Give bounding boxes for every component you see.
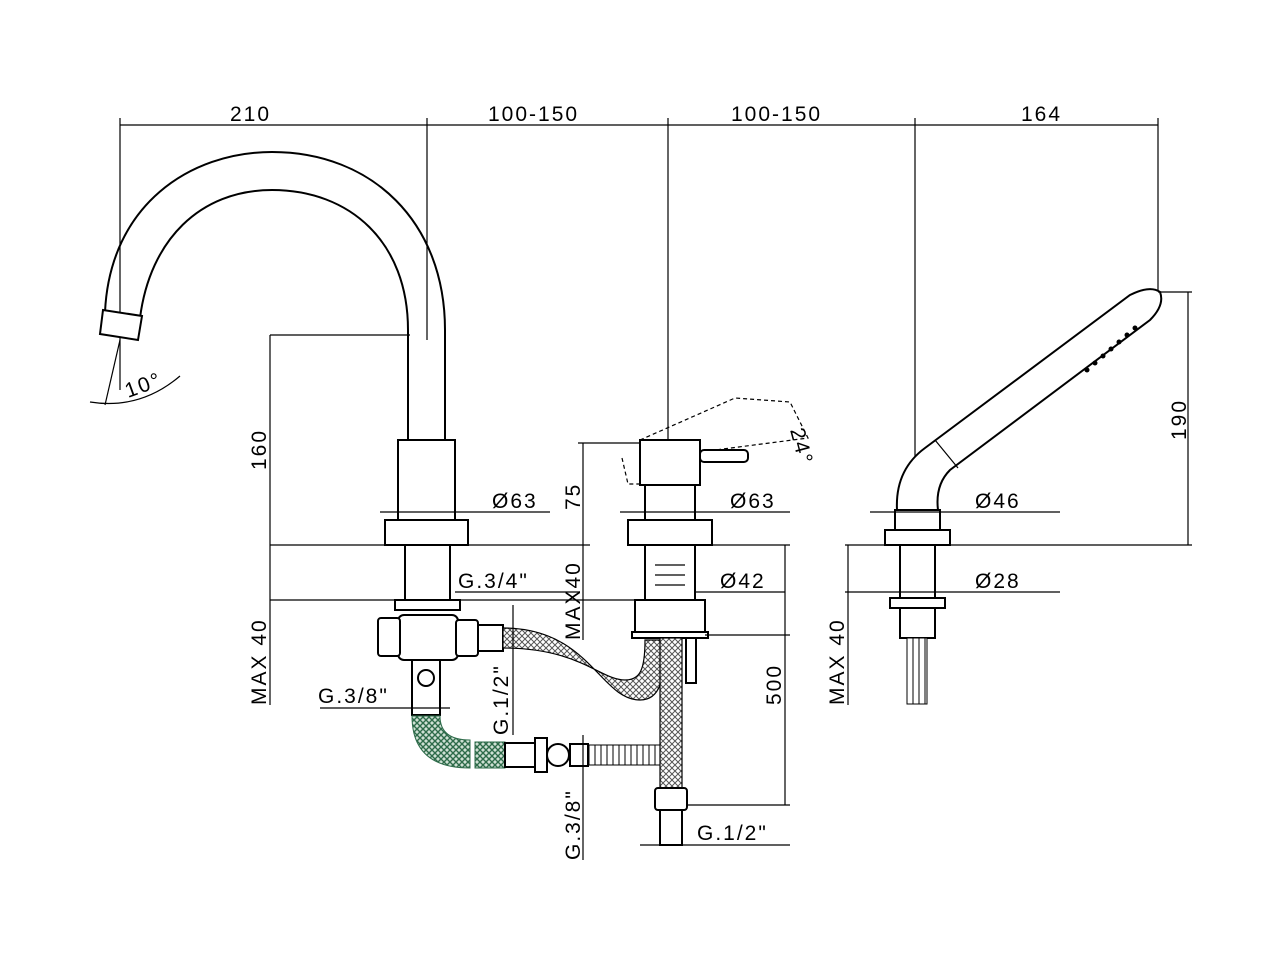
handshower: 190 Ø46 Ø28 MAX 40 bbox=[826, 288, 1192, 705]
diverter-thread-out-label: G.1/2" bbox=[490, 664, 513, 735]
shower-height-label: 190 bbox=[1168, 399, 1191, 440]
dim-shower-length: 164 bbox=[1021, 103, 1062, 126]
spout-thread-label: G.3/4" bbox=[458, 570, 529, 593]
shower-shank-diameter-label: Ø28 bbox=[975, 570, 1021, 593]
spout-height-label: 160 bbox=[248, 429, 271, 470]
mixer-diameter-label: Ø63 bbox=[730, 490, 776, 513]
shower-diameter-label: Ø46 bbox=[975, 490, 1021, 513]
dim-spout-mixer-spacing: 100-150 bbox=[488, 103, 579, 126]
mixer: 24° 75 MAX40 Ø63 Ø42 500 G.1/2" bbox=[562, 397, 817, 846]
mixer-max-deck-label: MAX40 bbox=[562, 561, 585, 640]
diverter-valve: G.3/8" G.1/2" G.3/8" bbox=[318, 605, 666, 860]
top-dimension-chain: 210 100-150 100-150 164 bbox=[119, 103, 1159, 470]
mixer-shank-diameter-label: Ø42 bbox=[720, 570, 766, 593]
spray-nozzles-icon bbox=[1084, 325, 1138, 373]
diverter-thread-in-label: G.3/8" bbox=[318, 685, 389, 708]
diverter-hose-thread-label: G.3/8" bbox=[562, 789, 585, 860]
mixer-lever-angle-label: 24° bbox=[785, 425, 817, 467]
spout: 10° 160 MAX 40 Ø63 G.3/4" bbox=[89, 150, 640, 705]
dim-mixer-shower-spacing: 100-150 bbox=[731, 103, 822, 126]
spout-diameter-label: Ø63 bbox=[492, 490, 538, 513]
mixer-height-label: 75 bbox=[562, 483, 585, 510]
dim-spout-reach: 210 bbox=[230, 103, 271, 126]
spout-max-deck-label: MAX 40 bbox=[248, 618, 271, 705]
shower-max-deck-label: MAX 40 bbox=[826, 618, 849, 705]
mixer-hose-length-label: 500 bbox=[763, 664, 786, 705]
mixer-outlet-thread-label: G.1/2" bbox=[697, 822, 768, 845]
spout-angle-label: 10° bbox=[122, 368, 165, 403]
